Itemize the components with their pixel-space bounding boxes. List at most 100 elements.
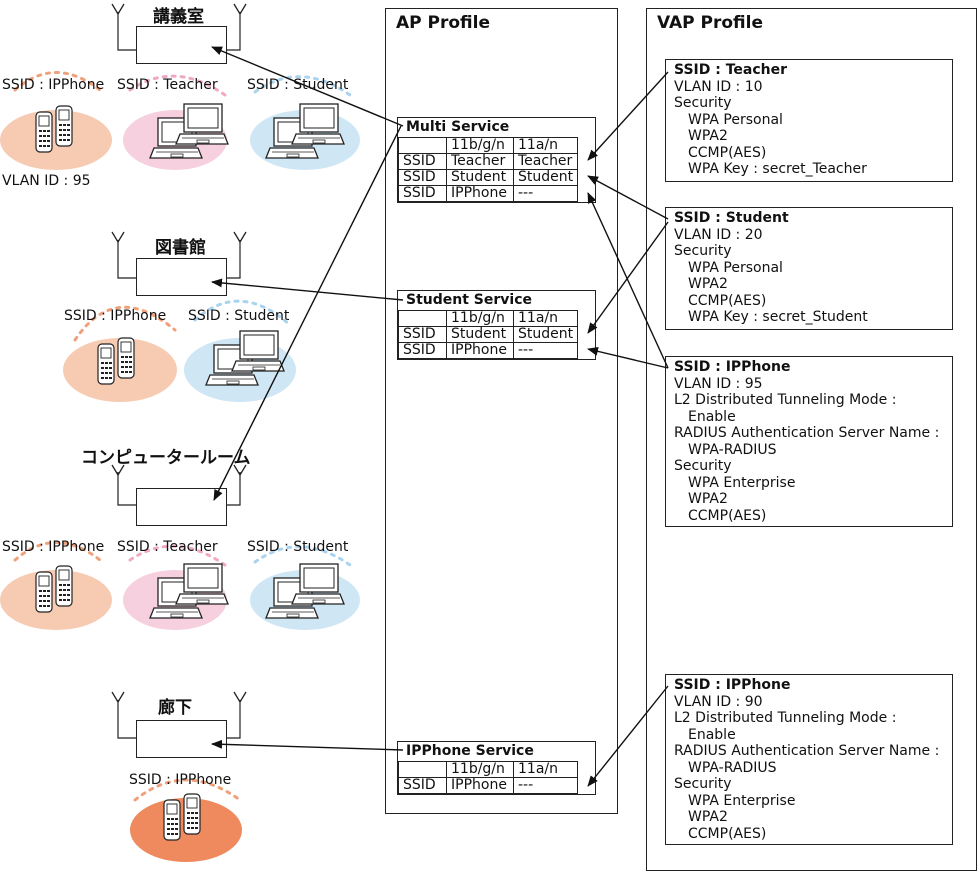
service-name: IPPhone Service	[406, 743, 534, 759]
vap-box-student[interactable]: SSID : Student VLAN ID : 20 Security WPA…	[665, 207, 953, 330]
antenna-icon	[111, 231, 125, 244]
table-header	[398, 761, 447, 778]
table-header: 11b/g/n	[446, 761, 514, 778]
ip-phone-icon	[35, 571, 53, 613]
antenna-icon	[233, 3, 247, 16]
vap-line: VLAN ID : 20	[674, 226, 763, 243]
vap-line: Enable	[688, 408, 736, 425]
hallway-group	[111, 691, 247, 862]
vap-line: CCMP(AES)	[688, 144, 767, 161]
vap-line: VLAN ID : 10	[674, 78, 763, 95]
table-header	[398, 137, 447, 154]
vap-line: CCMP(AES)	[688, 292, 767, 309]
vap-line: CCMP(AES)	[688, 825, 767, 842]
vap-line: WPA Key : secret_Student	[688, 309, 868, 325]
ssid-label: SSID : IPPhone	[64, 308, 167, 324]
vap-line: CCMP(AES)	[688, 507, 767, 524]
access-point-box-lecture-room[interactable]	[136, 26, 227, 64]
table-header: 11b/g/n	[446, 137, 514, 154]
access-point-box-library[interactable]	[136, 258, 227, 296]
ip-phone-icon	[55, 565, 73, 607]
access-point-box-hallway[interactable]	[136, 720, 227, 758]
ssid-label: SSID : Student	[188, 308, 290, 324]
table-header: 11a/n	[513, 761, 578, 778]
vap-line: WPA Personal	[688, 111, 783, 128]
ssid-label: SSID : Teacher	[117, 539, 218, 555]
vap-line: WPA2	[688, 491, 728, 507]
service-name: Student Service	[406, 292, 532, 308]
antenna-icon	[111, 464, 125, 477]
location-title-computer-room: コンピュータールーム	[81, 448, 251, 468]
laptop-icon	[291, 103, 345, 145]
table-header: 11a/n	[512, 310, 579, 327]
vap-line: VLAN ID : 90	[674, 693, 763, 710]
ssid-label: SSID : Student	[247, 77, 349, 93]
vap-line: Enable	[688, 726, 736, 743]
vap-line: Security	[674, 458, 732, 474]
laptop-icon	[291, 563, 345, 605]
vap-line: RADIUS Authentication Server Name :	[674, 743, 940, 759]
ssid-label: SSID : Teacher	[117, 77, 218, 93]
table-header: 11a/n	[512, 137, 579, 154]
vap-box-ipphone-90[interactable]: SSID : IPPhone VLAN ID : 90 L2 Distribut…	[665, 674, 953, 845]
laptop-icon	[175, 563, 229, 605]
vap-line: WPA Personal	[688, 259, 783, 276]
vap-line: VLAN ID : 95	[674, 375, 763, 392]
vap-title: SSID : Teacher	[674, 62, 788, 78]
vap-line: Security	[674, 243, 732, 259]
vap-box-ipphone-95[interactable]: SSID : IPPhone VLAN ID : 95 L2 Distribut…	[665, 356, 953, 527]
antenna-icon	[111, 691, 125, 704]
ip-phone-icon	[183, 793, 201, 835]
ap-profile-title: AP Profile	[396, 13, 491, 33]
location-title-hallway: 廊下	[158, 698, 192, 718]
laptop-icon	[231, 330, 285, 372]
vap-line: L2 Distributed Tunneling Mode :	[674, 392, 897, 408]
ssid-label: SSID : Student	[247, 539, 349, 555]
location-title-lecture-room: 講義室	[153, 7, 204, 27]
access-point-box-computer-room[interactable]	[136, 488, 227, 526]
table-header: 11b/g/n	[446, 310, 514, 327]
vap-profile-title: VAP Profile	[657, 13, 764, 33]
table-header	[398, 310, 447, 327]
ip-phone-icon	[97, 343, 115, 385]
vap-line: Security	[674, 95, 732, 111]
vlan-label: VLAN ID : 95	[2, 173, 91, 189]
vap-title: SSID : IPPhone	[674, 359, 791, 375]
ssid-label: SSID : IPPhone	[2, 539, 105, 555]
vap-line: WPA-RADIUS	[688, 759, 777, 776]
vap-line: WPA2	[688, 128, 728, 144]
antenna-icon	[111, 3, 125, 16]
vap-line: RADIUS Authentication Server Name :	[674, 425, 940, 441]
vap-title: SSID : IPPhone	[674, 677, 791, 693]
vap-line: WPA Enterprise	[688, 792, 796, 809]
ip-phone-icon	[35, 111, 53, 153]
vap-line: WPA Key : secret_Teacher	[688, 161, 867, 177]
vap-line: L2 Distributed Tunneling Mode :	[674, 710, 897, 726]
ssid-label: SSID : IPPhone	[129, 772, 232, 788]
vap-line: WPA2	[688, 276, 728, 292]
vap-line: WPA Enterprise	[688, 474, 796, 491]
vap-title: SSID : Student	[674, 210, 789, 226]
vap-box-teacher[interactable]: SSID : Teacher VLAN ID : 10 Security WPA…	[665, 59, 953, 182]
service-name: Multi Service	[406, 119, 510, 135]
ip-phone-icon	[163, 799, 181, 841]
laptop-icon	[175, 103, 229, 145]
vap-line: Security	[674, 776, 732, 792]
location-title-library: 図書館	[155, 238, 206, 258]
ip-phone-icon	[117, 337, 135, 379]
antenna-icon	[233, 691, 247, 704]
ssid-label: SSID : IPPhone	[2, 77, 105, 93]
vap-line: WPA-RADIUS	[688, 441, 777, 458]
ip-phone-icon	[55, 105, 73, 147]
